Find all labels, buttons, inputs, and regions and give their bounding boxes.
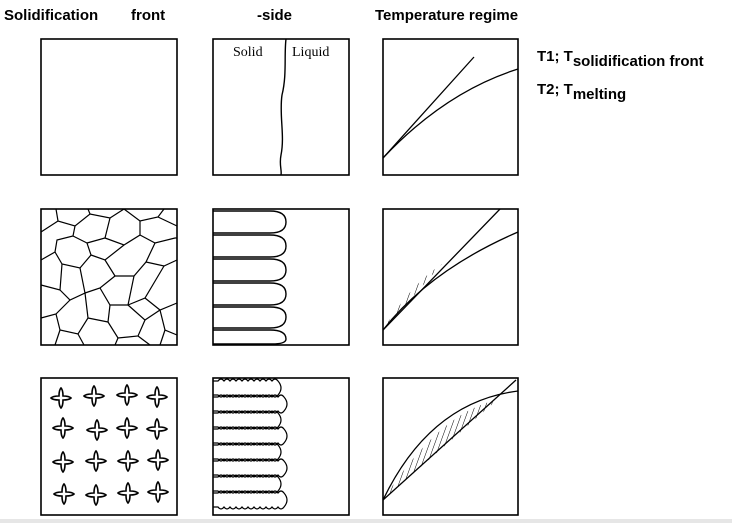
cell-network <box>41 209 177 345</box>
t1-line <box>383 57 474 158</box>
t1-line <box>383 380 516 500</box>
bottom-scrollbar-edge <box>0 519 732 523</box>
dendrite-arm <box>213 395 287 413</box>
dendrite-arm <box>213 459 287 477</box>
panel-front-dendritic <box>41 378 177 515</box>
panel-temperature-planar <box>383 39 518 175</box>
dendrite-arm <box>213 411 281 429</box>
label-liquid: Liquid <box>292 45 329 60</box>
panel-front-planar <box>41 39 177 175</box>
panel-front-cellular <box>41 209 177 345</box>
dendrite-arm <box>213 491 287 509</box>
t1-line <box>383 209 500 330</box>
dendrite-arm <box>213 427 287 445</box>
t2-curve <box>383 232 518 330</box>
panel-temperature-dendritic <box>383 378 518 515</box>
panel-temperature-cellular <box>383 209 518 345</box>
dendrite-arms <box>213 379 287 509</box>
panel-side-cellular <box>213 209 349 345</box>
panel-side-planar: Solid Liquid <box>213 39 349 175</box>
label-solid: Solid <box>233 45 263 60</box>
planar-interface-line <box>280 39 286 175</box>
dendrite-arm <box>213 475 281 493</box>
panel-side-dendritic <box>213 378 349 515</box>
dendrite-arm <box>213 379 281 397</box>
t2-curve <box>383 391 518 500</box>
dendrite-crosses <box>51 385 168 505</box>
cellular-fingers <box>213 211 286 344</box>
dendrite-arm <box>213 443 281 461</box>
